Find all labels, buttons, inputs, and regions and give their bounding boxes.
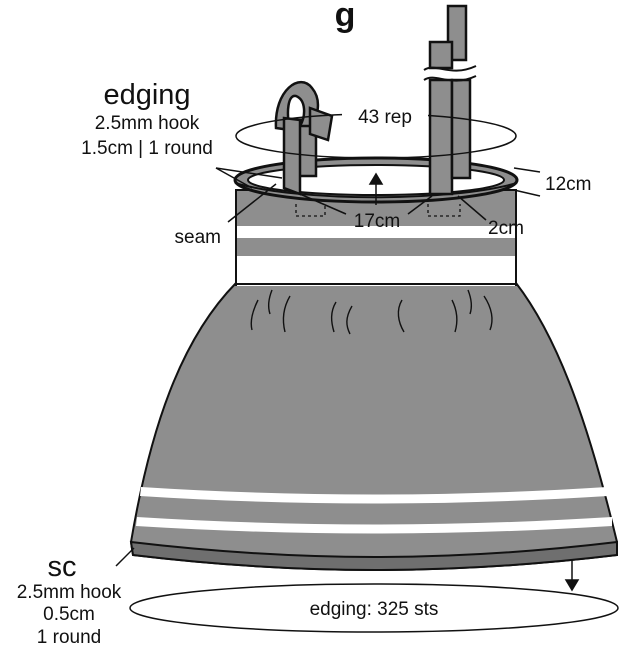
yoke-stripe-2 <box>237 256 515 286</box>
hem-down-arrow <box>564 579 580 592</box>
sc-width: 0.5cm <box>43 604 95 625</box>
waist-up-arrow <box>368 172 384 185</box>
width-2cm-label: 2cm <box>488 218 524 239</box>
left-strap-tail <box>308 106 334 142</box>
right-strap-front-upper <box>428 40 454 70</box>
edging-top-round: 1.5cm | 1 round <box>81 138 213 159</box>
sc-title: sc <box>48 551 77 583</box>
width-17cm-leader-right <box>407 195 433 215</box>
yoke-stripe-1 <box>237 226 515 238</box>
right-strap-back-lower <box>450 78 472 180</box>
hem-count-label: edging: 325 sts <box>310 599 439 620</box>
seam-label: seam <box>175 227 221 248</box>
width-12cm-leader <box>513 167 541 173</box>
width-2cm-leader <box>457 195 487 221</box>
edging-top-leader-2 <box>215 167 253 189</box>
hem-count-ellipse <box>129 583 619 633</box>
sc-hook: 2.5mm hook <box>17 582 122 603</box>
labels: edging 2.5mm hook 1.5cm | 1 round 43 rep… <box>17 79 592 648</box>
right-strap-long <box>423 4 477 196</box>
strap-attachment-marks <box>295 204 461 217</box>
hem-stripe-2 <box>136 517 612 534</box>
width-17cm-label: 17cm <box>354 211 400 232</box>
hem-stripe-1 <box>140 487 608 504</box>
hem-edging-band <box>129 540 618 571</box>
arrows <box>368 172 580 592</box>
left-strap-front <box>282 116 302 196</box>
seam-leader <box>227 183 277 223</box>
left-strap-tied <box>274 81 334 196</box>
gather-marks <box>250 289 493 335</box>
sc-leader <box>115 547 135 567</box>
edging-top-leader-1 <box>215 167 283 179</box>
sc-round: 1 round <box>37 627 101 648</box>
label-knockouts <box>290 104 458 622</box>
edging-top-hook: 2.5mm hook <box>95 113 200 134</box>
width-12cm-label: 12cm <box>545 174 591 195</box>
title-fragment: g <box>335 0 356 34</box>
skirt-body <box>129 282 618 571</box>
width-12cm-leader-2 <box>513 189 541 197</box>
strap-break-mark <box>423 65 477 82</box>
rep-count-label: 43 rep <box>358 107 412 128</box>
right-strap-front-lower <box>428 78 454 196</box>
width-17cm-leader-left <box>299 193 347 215</box>
edging-top-title: edging <box>103 79 190 111</box>
